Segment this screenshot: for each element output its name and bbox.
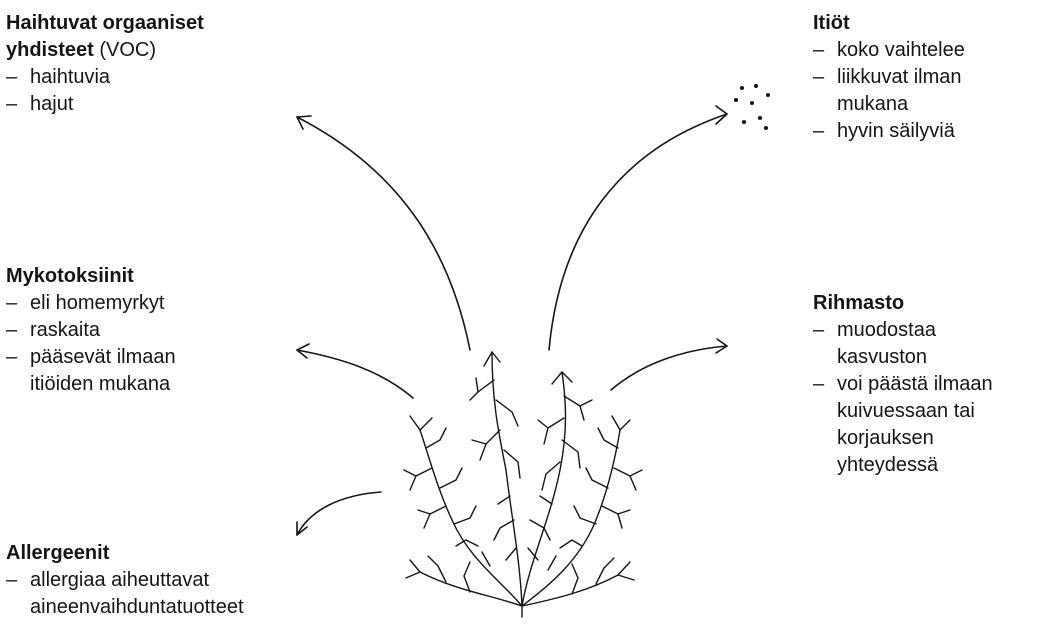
arrows: [297, 106, 727, 535]
allergeenit-title: Allergeenit: [6, 540, 244, 567]
mykotoksiinit-item-line: pääsevät ilmaan: [30, 344, 176, 371]
arrow-to-itiot: [549, 106, 727, 350]
mykotoksiinit-block: Mykotoksiinit eli homemyrkyt raskaita pä…: [6, 263, 176, 398]
mykotoksiinit-item: eli homemyrkyt: [6, 290, 176, 317]
itiot-item: hyvin säilyviä: [813, 118, 965, 145]
allergeenit-item: allergiaa aiheuttavat aineenvaihduntatuo…: [6, 567, 244, 621]
itiot-title: Itiöt: [813, 10, 965, 37]
itiot-item: koko vaihtelee: [813, 37, 965, 64]
voc-item: haihtuvia: [6, 64, 204, 91]
rihmasto-item-line: kasvuston: [837, 344, 993, 371]
mycelium-branches-icon: [404, 352, 642, 617]
rihmasto-item-line: muodostaa: [837, 317, 993, 344]
rihmasto-item: muodostaa kasvuston: [813, 317, 993, 371]
arrow-to-rihmasto: [611, 339, 727, 390]
rihmasto-item: voi päästä ilmaan kuivuessaan tai korjau…: [813, 371, 993, 479]
mykotoksiinit-title: Mykotoksiinit: [6, 263, 176, 290]
mykotoksiinit-item: pääsevät ilmaan itiöiden mukana: [6, 344, 176, 398]
mykotoksiinit-item: raskaita: [6, 317, 176, 344]
voc-title-suffix: (VOC): [94, 39, 156, 61]
arrow-to-mykotoksiinit: [297, 344, 413, 398]
voc-item: hajut: [6, 91, 204, 118]
rihmasto-item-line: korjauksen: [837, 425, 993, 452]
itiot-block: Itiöt koko vaihtelee liikkuvat ilman muk…: [813, 10, 965, 145]
arrow-to-voc: [297, 116, 470, 350]
spore-dots-icon: [734, 84, 770, 130]
allergeenit-item-line: allergiaa aiheuttavat: [30, 567, 244, 594]
rihmasto-item-line: voi päästä ilmaan: [837, 371, 993, 398]
rihmasto-item-line: kuivuessaan tai: [837, 398, 993, 425]
rihmasto-block: Rihmasto muodostaa kasvuston voi päästä …: [813, 290, 993, 479]
voc-block: Haihtuvat orgaaniset yhdisteet (VOC) hai…: [6, 10, 204, 118]
arrow-to-allergeenit: [297, 492, 381, 535]
itiot-item-line: liikkuvat ilman: [837, 64, 965, 91]
rihmasto-title: Rihmasto: [813, 290, 993, 317]
itiot-item-line: mukana: [837, 91, 965, 118]
voc-title-bold: yhdisteet: [6, 39, 94, 61]
voc-title-line-1: Haihtuvat orgaaniset: [6, 10, 204, 37]
itiot-item: liikkuvat ilman mukana: [813, 64, 965, 118]
voc-title-line-2: yhdisteet (VOC): [6, 37, 204, 64]
rihmasto-item-line: yhteydessä: [837, 452, 993, 479]
allergeenit-item-line: aineenvaihduntatuotteet: [30, 594, 244, 621]
allergeenit-block: Allergeenit allergiaa aiheuttavat aineen…: [6, 540, 244, 621]
mykotoksiinit-item-line: itiöiden mukana: [30, 371, 176, 398]
